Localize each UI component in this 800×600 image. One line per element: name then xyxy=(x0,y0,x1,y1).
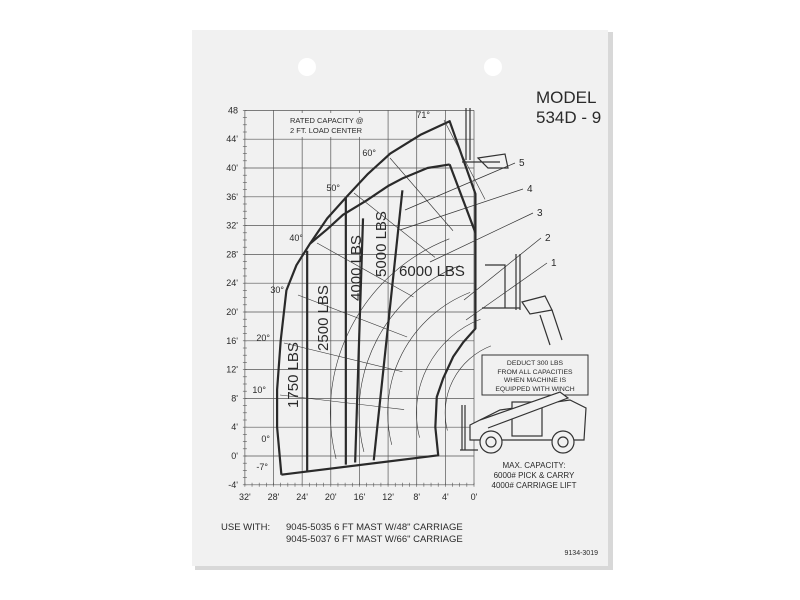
use-with-item-1: 9045-5035 6 FT MAST W/48" CARRIAGE xyxy=(286,522,463,533)
winch-note: DEDUCT 300 LBS FROM ALL CAPACITIES WHEN … xyxy=(495,360,574,393)
telehandler-icon xyxy=(460,391,587,454)
y-tick-label: 32' xyxy=(226,221,238,231)
y-tick-label: 24' xyxy=(226,278,238,288)
extension-leader xyxy=(399,188,524,231)
use-with-item-2: 9045-5037 6 FT MAST W/66" CARRIAGE xyxy=(286,534,463,545)
x-tick-label: 32' xyxy=(239,492,251,502)
boom-angle-label: -7° xyxy=(256,462,268,472)
boom-angle-ray xyxy=(297,294,408,338)
envelope-line-0 xyxy=(276,120,477,476)
extension-leader xyxy=(465,262,548,321)
extension-mark: 5 xyxy=(519,158,525,169)
x-tick-label: 0' xyxy=(471,492,478,502)
x-tick-label: 16' xyxy=(354,492,366,502)
y-tick-label: 0' xyxy=(231,451,238,461)
boom-angle-label: 30° xyxy=(270,285,284,295)
punch-hole-right xyxy=(484,58,502,76)
boom-angle-label: 40° xyxy=(289,233,303,243)
y-tick-label: 12' xyxy=(226,365,238,375)
svg-text:4000# CARRIAGE LIFT: 4000# CARRIAGE LIFT xyxy=(492,481,577,490)
part-number: 9134-3019 xyxy=(565,550,599,557)
max-capacity-note: MAX. CAPACITY: 6000# PICK & CARRY 4000# … xyxy=(492,461,577,490)
boom-angle-label: 71° xyxy=(416,110,430,120)
y-tick-label: 48 xyxy=(228,105,238,115)
zone-label: 2500 LBS xyxy=(315,285,332,351)
svg-text:EQUIPPED WITH WINCH: EQUIPPED WITH WINCH xyxy=(495,386,574,393)
rated-capacity-line1: RATED CAPACITY @ xyxy=(290,116,363,125)
zone-label: 6000 LBS xyxy=(399,263,465,280)
y-tick-label: 44' xyxy=(226,134,238,144)
envelope-line-6 xyxy=(372,190,404,461)
x-tick-label: 8' xyxy=(413,492,420,502)
svg-text:DEDUCT 300 LBS: DEDUCT 300 LBS xyxy=(507,360,564,367)
boom-angle-ray xyxy=(283,342,403,373)
x-tick-label: 12' xyxy=(382,492,394,502)
y-tick-label: 36' xyxy=(226,192,238,202)
extension-leader xyxy=(404,162,516,211)
extension-arc xyxy=(416,318,481,438)
boom-angle-ray xyxy=(316,242,414,298)
y-tick-label: 4' xyxy=(231,422,238,432)
boom-angle-ray xyxy=(443,119,486,200)
boom-angle-label: 20° xyxy=(256,333,270,343)
boom-angle-ray xyxy=(353,192,436,258)
zone-labels: 1750 LBS 2500 LBS 4000 LBS 5000 LBS 6000 LBS xyxy=(285,211,465,408)
y-tick-label: 28' xyxy=(226,249,238,259)
extension-mark: 4 xyxy=(527,184,533,195)
envelope-line-1 xyxy=(309,163,450,245)
model-label: MODEL xyxy=(536,88,596,107)
svg-text:6000# PICK & CARRY: 6000# PICK & CARRY xyxy=(494,471,575,480)
extension-mark: 2 xyxy=(545,233,551,244)
punch-hole-left xyxy=(298,58,316,76)
x-tick-label: 20' xyxy=(325,492,337,502)
svg-text:FROM ALL CAPACITIES: FROM ALL CAPACITIES xyxy=(497,369,573,376)
zone-label: 4000 LBS xyxy=(348,235,365,301)
rated-capacity-box xyxy=(285,113,383,137)
extension-leader xyxy=(463,237,542,301)
svg-text:WHEN MACHINE IS: WHEN MACHINE IS xyxy=(504,377,567,384)
extension-arc xyxy=(444,345,492,431)
y-tick-label: -4' xyxy=(228,480,238,490)
boom-angle-label: 10° xyxy=(252,385,266,395)
extension-marks: 1 2 3 4 5 xyxy=(399,158,557,321)
boom-angle-labels: 71° 60° 50° 40° 30° 20° 10° 0° -7° xyxy=(252,110,486,472)
boom-angle-label: 0° xyxy=(261,434,270,444)
y-tick-label: 8' xyxy=(231,393,238,403)
extension-mark: 3 xyxy=(537,208,543,219)
model-number: 534D - 9 xyxy=(536,108,601,127)
boom-angle-label: 60° xyxy=(362,148,376,158)
boom-angle-ray xyxy=(279,394,405,410)
zone-label: 5000 LBS xyxy=(373,211,390,277)
use-with-label: USE WITH: xyxy=(221,522,270,533)
winch-note-box xyxy=(481,354,589,396)
chart-series xyxy=(276,120,477,476)
extension-arcs xyxy=(329,238,492,460)
extension-arc xyxy=(329,238,450,460)
x-tick-label: 28' xyxy=(268,492,280,502)
fork-carriage-icon xyxy=(462,108,563,346)
y-tick-label: 40' xyxy=(226,163,238,173)
x-tick-label: 24' xyxy=(296,492,308,502)
extension-arc xyxy=(387,292,471,445)
extension-arc xyxy=(358,265,460,452)
extension-mark: 1 xyxy=(551,258,557,269)
y-tick-label: 20' xyxy=(226,307,238,317)
zone-label: 1750 LBS xyxy=(285,342,302,408)
boom-angle-ray xyxy=(389,157,454,231)
rated-capacity-line2: 2 FT. LOAD CENTER xyxy=(290,126,363,135)
axis-ticks: 32' 28' 24' 20' 16' 12' 8' 4' 0' 48 44' 40' 36' 32' 28… xyxy=(226,105,477,502)
extension-leader xyxy=(429,212,534,263)
x-tick-label: 4' xyxy=(442,492,449,502)
y-tick-label: 16' xyxy=(226,336,238,346)
svg-text:MAX. CAPACITY:: MAX. CAPACITY: xyxy=(503,461,566,470)
boom-angle-label: 50° xyxy=(326,183,340,193)
envelope-line-2 xyxy=(448,164,477,234)
envelope-line-5 xyxy=(354,218,365,463)
